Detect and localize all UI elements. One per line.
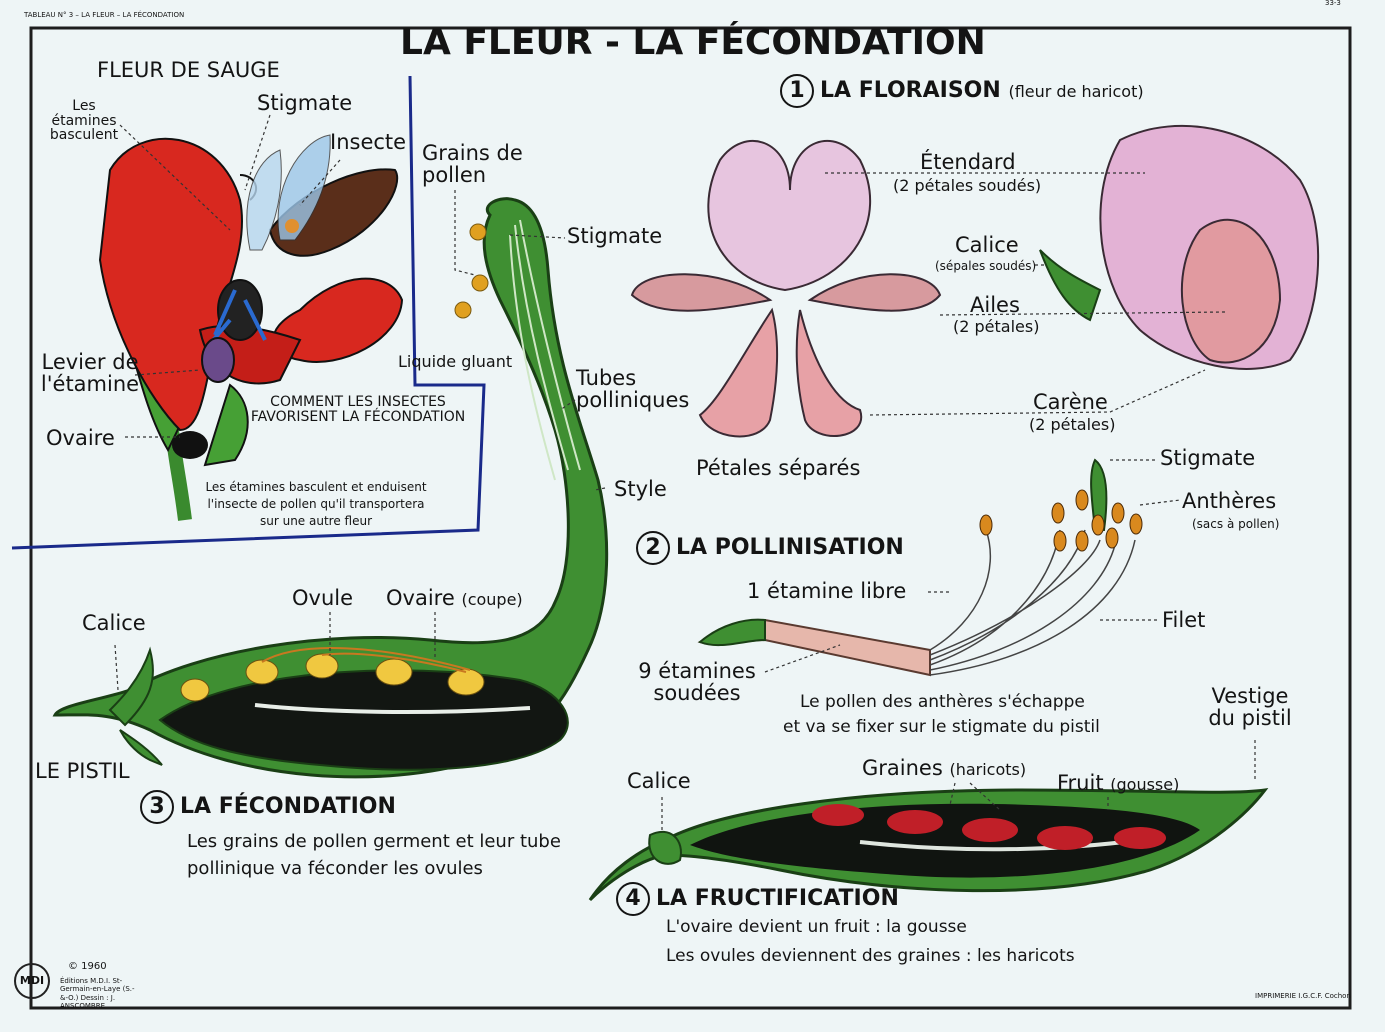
label-sage-stigma: Stigmate [257,91,353,115]
section-4-text-2: Les ovules deviennent des graines : les … [666,946,1075,966]
label-stamen-lever: Levier de l'étamine [40,350,140,397]
label-separated-petals: Pétales séparés [696,456,861,480]
sage-flower-illustration [98,134,404,521]
sage-title: FLEUR DE SAUGE [97,58,280,82]
label-fruit: Fruit (gousse) [1057,771,1180,795]
label-free-stamen: 1 étamine libre [747,579,907,603]
label-wings-note: (2 pétales) [953,317,1040,336]
pollination-text-2: et va se fixer sur le stigmate du pistil [783,717,1100,737]
label-pod-calyx: Calice [627,769,691,793]
publisher-logo: MDI [14,963,50,999]
section-4-text-1: L'ovaire devient un fruit : la gousse [666,917,967,937]
label-insect: Insecte [330,130,407,154]
label-anthers-note: (sacs à pollen) [1192,517,1280,531]
label-pistil-stigma: Stigmate [567,224,663,248]
bean-pod-illustration [588,788,1269,902]
label-seeds: Graines (haricots) [862,756,1027,780]
label-wings: Ailes [970,293,1020,317]
label-pistil-ovary: Ovaire (coupe) [386,586,523,610]
label-standard-note: (2 pétales soudés) [893,176,1042,195]
sheet-code: 33-3 [1325,0,1341,7]
poster-frame [29,26,1352,1010]
label-pollen-grains: Grains de pollen [422,141,523,188]
label-pistil-remnant: Vestige du pistil [1208,684,1292,731]
label-sticky-liquid: Liquide gluant [398,352,513,371]
label-the-pistil: LE PISTIL [35,759,130,783]
label-sage-ovary: Ovaire [46,426,115,450]
pistil-illustration [52,197,609,779]
insects-caption-text: Les étamines basculent et enduisent l'in… [205,480,427,528]
publisher-info: Éditions M.D.I. St-Germain-en-Laye (S.-&… [60,977,135,1011]
label-fused-stamens: 9 étamines soudées [638,659,756,706]
printer-info: IMPRIMERIE I.G.C.F. Cochon [1255,992,1351,1000]
label-style: Style [614,477,667,501]
separated-petals-illustration [630,140,942,438]
stamens-illustration [697,458,1143,677]
section-3-text-2: pollinique va féconder les ovules [187,858,483,879]
label-calyx-note: (sépales soudés) [935,259,1037,273]
label-pollen-tubes: Tubes polliniques [576,366,690,413]
label-filament: Filet [1162,608,1206,632]
copyright-year: © 1960 [68,961,107,972]
label-keel-note: (2 pétales) [1029,415,1116,434]
label-standard: Étendard [920,150,1016,174]
label-keel: Carène [1033,390,1108,414]
sage-panel-border [11,75,486,550]
label-ovule: Ovule [292,586,354,610]
leader-lines [114,114,1256,830]
label-calyx-flower: Calice [955,233,1019,257]
insects-caption-title: COMMENT LES INSECTES FAVORISENT LA FÉCON… [250,394,466,425]
bean-flower-illustration [1039,124,1320,370]
section-3-text-1: Les grains de pollen germent et leur tub… [187,831,561,852]
label-pistil-calyx: Calice [82,611,146,635]
poster-title: LA FLEUR - LA FÉCONDATION [400,22,986,63]
series-header: TABLEAU N° 3 – LA FLEUR – LA FÉCONDATION [24,11,185,19]
label-stamen-stigma: Stigmate [1160,446,1256,470]
pollination-text-1: Le pollen des anthères s'échappe [800,692,1085,712]
label-anthers: Anthères [1182,489,1277,513]
label-stamens-tilt: Les étamines basculent [49,98,119,144]
